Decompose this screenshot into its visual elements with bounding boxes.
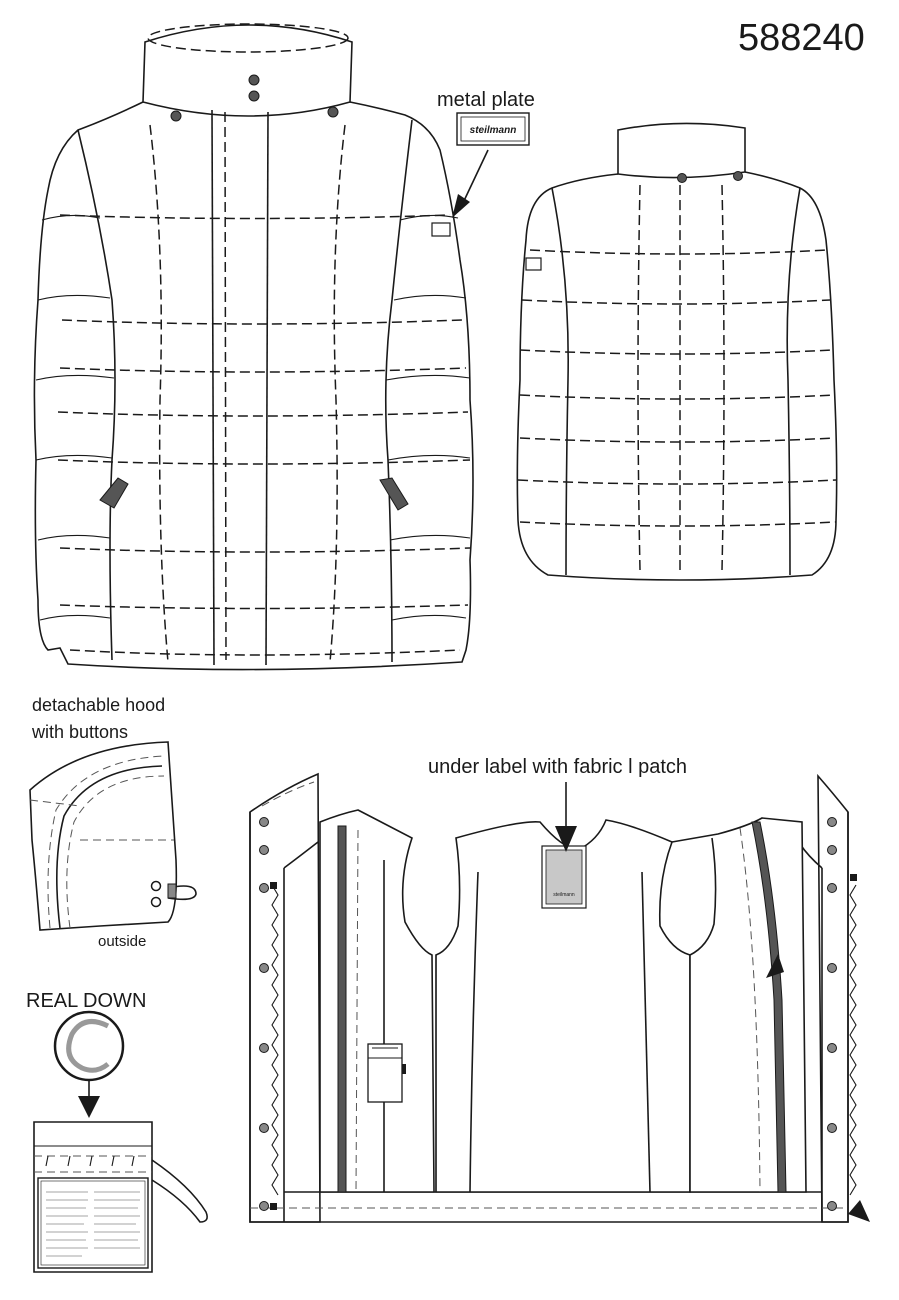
care-label-tag [33, 1121, 208, 1273]
detachable-hood-label-2: with buttons [31, 722, 128, 742]
arrow-icon [848, 1200, 870, 1222]
under-label-brand: steilmann [553, 892, 575, 898]
arrow-icon [766, 954, 784, 978]
hood-outside-label: outside [98, 933, 146, 950]
article-number: 588240 [738, 17, 865, 59]
under-label-caption: under label with fabric l patch [428, 756, 687, 778]
real-down-badge [53, 1010, 125, 1118]
jacket-front-view [33, 23, 474, 671]
arrow-icon [78, 1096, 100, 1118]
detachable-hood-label-1: detachable hood [32, 695, 165, 715]
jacket-back-view [516, 122, 838, 581]
metal-plate-label: metal plate [437, 89, 535, 111]
real-down-label: REAL DOWN [26, 990, 146, 1012]
metal-plate-callout: metal plate steilmann [437, 89, 535, 218]
inner-pocket [367, 1043, 403, 1103]
detachable-hood [29, 741, 197, 931]
arrow-icon [452, 194, 470, 218]
arrow-icon [555, 826, 577, 852]
metal-plate-icon [456, 112, 530, 146]
jacket-inner-view: steilmann [249, 772, 870, 1223]
metal-plate-brand: steilmann [470, 125, 517, 136]
